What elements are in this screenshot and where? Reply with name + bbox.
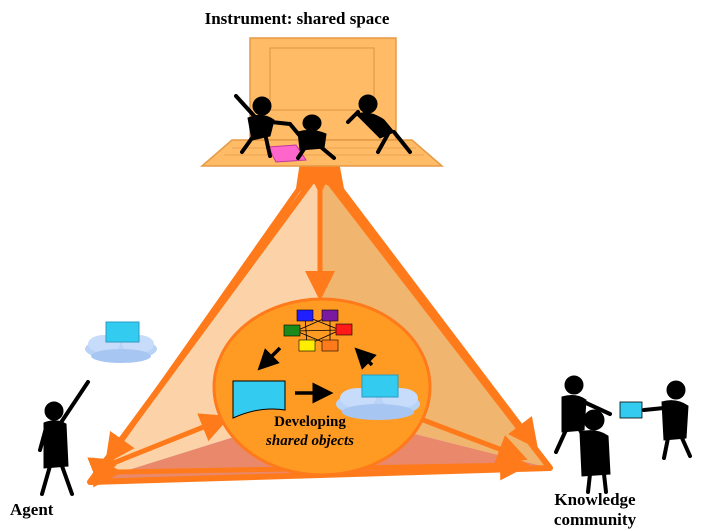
document-icon	[232, 380, 286, 419]
network-icon	[283, 309, 353, 352]
agent-figure-icon	[38, 380, 90, 496]
cycle-arrows	[257, 346, 377, 404]
agent-label: Agent	[10, 500, 54, 519]
center-label: Developing shared objects	[230, 413, 390, 451]
knowledge-line: Knowledge	[554, 490, 636, 509]
developing-line: Developing	[274, 414, 346, 430]
instrument-label: Instrument: shared space	[204, 9, 390, 28]
people-icon	[234, 94, 412, 160]
shared-object-box	[361, 374, 399, 398]
community-object-box	[619, 401, 643, 419]
agent-object-box	[105, 321, 140, 343]
center-link-arrows	[87, 165, 528, 486]
community-line: community	[553, 510, 637, 529]
shared-objects-line: shared objects	[266, 433, 354, 449]
knowledge-community-label: Knowledge community	[520, 490, 670, 530]
community-figures-icon	[554, 375, 692, 494]
